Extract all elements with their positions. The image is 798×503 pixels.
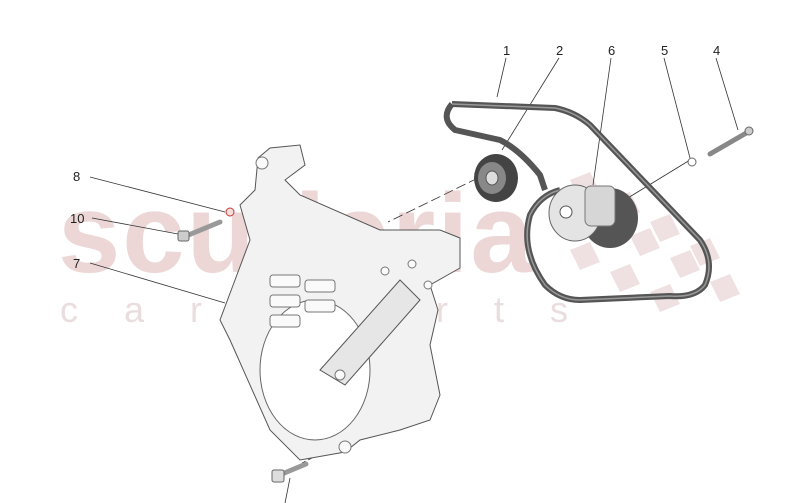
callout-8: 8 bbox=[73, 169, 81, 184]
callout-6: 6 bbox=[608, 43, 616, 58]
drive-belt-highlight bbox=[451, 103, 710, 301]
idler-pulley bbox=[474, 154, 518, 202]
washer-8 bbox=[225, 207, 235, 217]
tensioner-bolt bbox=[707, 126, 754, 157]
bottom-bolt bbox=[271, 461, 309, 483]
callout-1: 1 bbox=[503, 43, 511, 58]
washer-5 bbox=[687, 157, 697, 167]
callout-5: 5 bbox=[661, 43, 669, 58]
callout-7: 7 bbox=[73, 256, 81, 271]
callout-4: 4 bbox=[713, 43, 721, 58]
bracket-bolt bbox=[177, 219, 223, 242]
callout-2: 2 bbox=[556, 43, 564, 58]
callout-10: 10 bbox=[70, 211, 85, 226]
mounting-bracket bbox=[219, 144, 461, 461]
belt-tensioner bbox=[548, 184, 638, 248]
leader-lines bbox=[89, 57, 739, 503]
